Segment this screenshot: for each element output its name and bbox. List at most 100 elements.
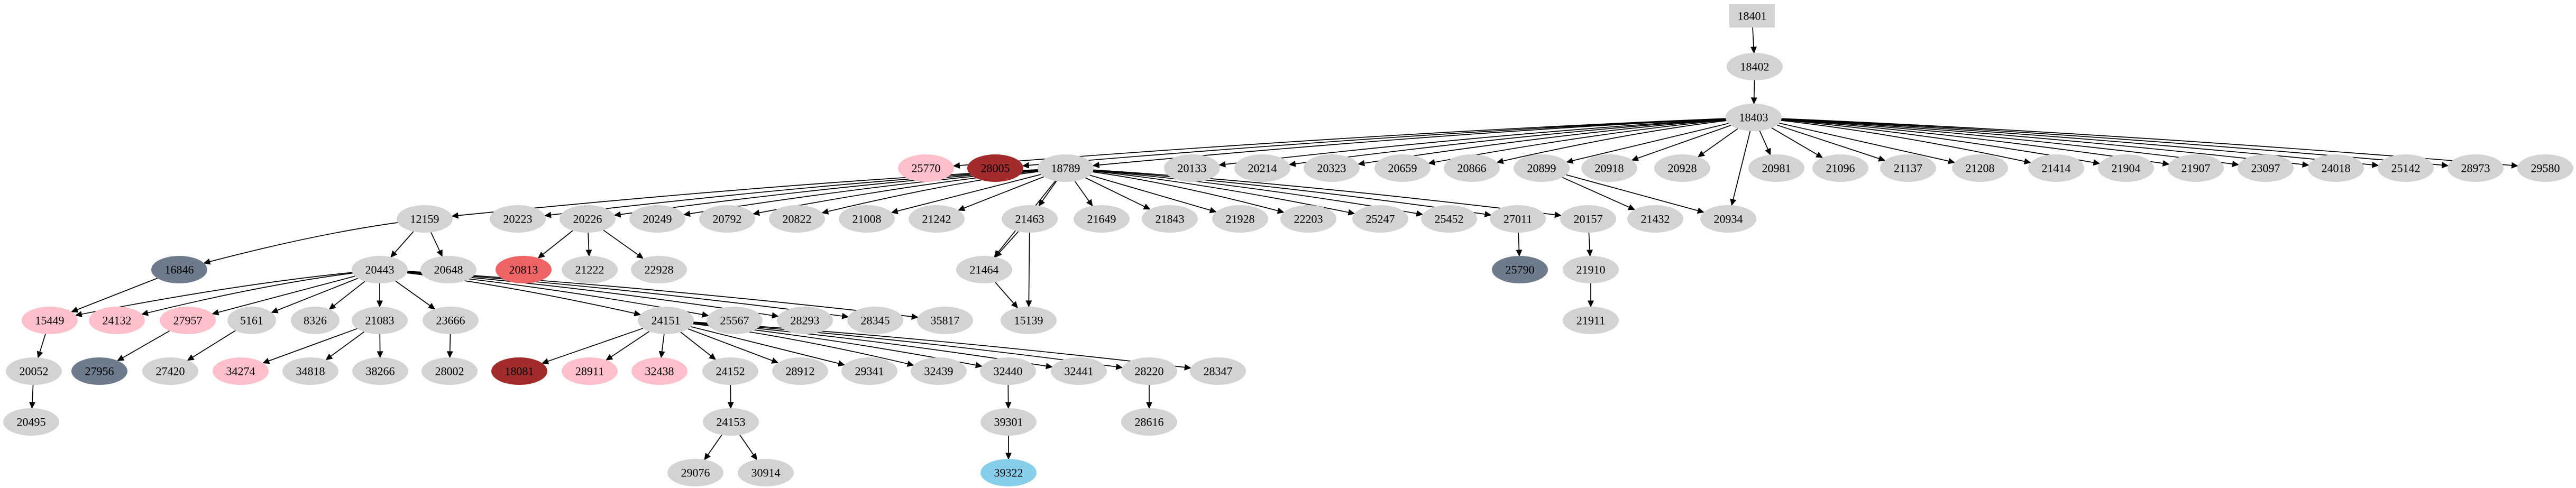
node-ellipse-20648 xyxy=(420,256,476,283)
edge-21083-34274 xyxy=(262,328,357,364)
node-ellipse-32441 xyxy=(1051,357,1107,385)
node-label-5161: 5161 xyxy=(240,314,263,327)
node-label-21464: 21464 xyxy=(970,263,999,276)
node-label-35817: 35817 xyxy=(931,314,960,327)
node-ellipse-28220 xyxy=(1121,357,1177,385)
node-32440: 32440 xyxy=(980,357,1036,385)
node-21907: 21907 xyxy=(2168,154,2224,182)
node-ellipse-29580 xyxy=(2517,154,2573,182)
node-22203: 22203 xyxy=(1280,205,1336,233)
node-28005: 28005 xyxy=(967,154,1023,182)
node-label-21083: 21083 xyxy=(365,314,395,327)
node-ellipse-20659 xyxy=(1374,154,1431,182)
node-20813: 20813 xyxy=(496,256,552,283)
node-20157: 20157 xyxy=(1560,205,1616,233)
node-21083: 21083 xyxy=(352,307,408,334)
node-label-18402: 18402 xyxy=(1740,60,1770,73)
node-25247: 25247 xyxy=(1352,205,1408,233)
node-label-21096: 21096 xyxy=(1826,161,1855,174)
node-label-21414: 21414 xyxy=(2042,161,2071,174)
node-label-24153: 24153 xyxy=(717,415,746,428)
edge-21463-21464 xyxy=(995,231,1019,258)
edge-24151-18081 xyxy=(542,328,643,364)
node-ellipse-21928 xyxy=(1212,205,1268,233)
node-label-12159: 12159 xyxy=(410,212,439,225)
edge-20443-27957 xyxy=(212,275,355,316)
node-ellipse-15449 xyxy=(22,307,78,334)
node-25452: 25452 xyxy=(1421,205,1477,233)
node-label-20323: 20323 xyxy=(1317,161,1346,174)
node-ellipse-21083 xyxy=(352,307,408,334)
node-ellipse-29076 xyxy=(667,459,723,486)
node-20495: 20495 xyxy=(3,408,59,436)
node-20899: 20899 xyxy=(1514,154,1570,182)
node-label-21137: 21137 xyxy=(1894,161,1922,174)
node-20226: 20226 xyxy=(560,205,616,233)
edge-20226-22928 xyxy=(603,229,644,259)
node-label-28973: 28973 xyxy=(2461,161,2490,174)
node-ellipse-24018 xyxy=(2308,154,2364,182)
node-28347: 28347 xyxy=(1190,357,1246,385)
node-ellipse-23097 xyxy=(2238,154,2294,182)
edge-20226-21222 xyxy=(585,232,592,257)
node-ellipse-24152 xyxy=(702,357,758,385)
node-ellipse-28912 xyxy=(772,357,828,385)
node-label-21222: 21222 xyxy=(575,263,604,276)
node-label-20052: 20052 xyxy=(20,364,49,377)
edge-18403-20214 xyxy=(1288,118,1726,167)
node-ellipse-25142 xyxy=(2378,154,2434,182)
node-label-28002: 28002 xyxy=(435,364,464,377)
node-29076: 29076 xyxy=(667,459,723,486)
edge-18403-21907 xyxy=(1781,119,2170,167)
node-18402: 18402 xyxy=(1727,53,1783,80)
node-label-18789: 18789 xyxy=(1051,161,1080,174)
edge-20899-20934 xyxy=(1566,174,1704,214)
node-ellipse-20822 xyxy=(769,205,825,233)
edge-18401-18402 xyxy=(1750,27,1757,54)
node-ellipse-16846 xyxy=(151,256,207,283)
node-label-25770: 25770 xyxy=(912,161,941,174)
node-label-21907: 21907 xyxy=(2181,161,2211,174)
node-label-20822: 20822 xyxy=(783,212,812,225)
node-ellipse-22203 xyxy=(1280,205,1336,233)
node-label-21208: 21208 xyxy=(1966,161,1995,174)
node-label-25790: 25790 xyxy=(1506,263,1535,276)
node-34818: 34818 xyxy=(282,357,338,385)
edge-24151-28911 xyxy=(606,331,650,361)
node-5161: 5161 xyxy=(227,307,276,334)
node-20866: 20866 xyxy=(1444,154,1500,182)
node-21432: 21432 xyxy=(1627,205,1683,233)
node-24152: 24152 xyxy=(702,357,758,385)
node-label-18081: 18081 xyxy=(505,364,534,377)
edge-18403-25142 xyxy=(1781,118,2379,168)
edge-24151-28912 xyxy=(687,328,779,364)
node-ellipse-20813 xyxy=(496,256,552,283)
node-8326: 8326 xyxy=(291,307,340,334)
node-25567: 25567 xyxy=(707,307,763,334)
node-label-20214: 20214 xyxy=(1248,161,1277,174)
node-ellipse-20981 xyxy=(1748,154,1804,182)
node-18401: 18401 xyxy=(1729,4,1775,27)
node-ellipse-20928 xyxy=(1654,154,1710,182)
node-label-15449: 15449 xyxy=(35,314,65,327)
edge-18789-27011 xyxy=(1093,170,1492,217)
node-29341: 29341 xyxy=(841,357,897,385)
node-21137: 21137 xyxy=(1880,154,1936,182)
node-21843: 21843 xyxy=(1142,205,1198,233)
edge-18403-20981 xyxy=(1759,131,1771,155)
edge-20443-35817 xyxy=(407,271,919,320)
node-ellipse-12159 xyxy=(397,205,453,233)
node-ellipse-20443 xyxy=(352,256,408,283)
edge-18403-20934 xyxy=(1730,131,1751,206)
node-label-20813: 20813 xyxy=(509,263,538,276)
node-label-24132: 24132 xyxy=(103,314,132,327)
node-ellipse-28347 xyxy=(1190,357,1246,385)
node-ellipse-27011 xyxy=(1490,205,1546,233)
node-ellipse-21414 xyxy=(2028,154,2084,182)
edge-18402-18403 xyxy=(1750,80,1757,105)
node-label-21843: 21843 xyxy=(1156,212,1185,225)
edge-18403-20133 xyxy=(1218,118,1726,168)
edge-12159-20443 xyxy=(390,231,414,258)
node-label-27011: 27011 xyxy=(1504,212,1532,225)
